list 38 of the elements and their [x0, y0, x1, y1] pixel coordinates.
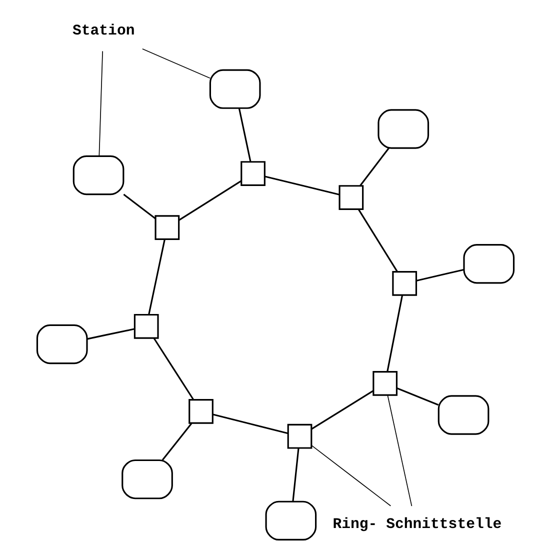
- connector: [178, 180, 242, 221]
- node-box: [208, 69, 260, 109]
- connector: [416, 268, 464, 282]
- connector: [122, 194, 156, 220]
- connector: [292, 448, 299, 502]
- connector: [148, 239, 165, 315]
- connector: [386, 295, 403, 372]
- connector: [86, 328, 134, 340]
- connector: [152, 338, 194, 400]
- connector: [359, 148, 389, 186]
- node-box: [286, 424, 312, 449]
- node-box: [72, 155, 124, 196]
- connector: [264, 176, 340, 196]
- node-box: [240, 161, 265, 186]
- connector: [238, 108, 251, 162]
- node-text: Ring- Schnittstelle: [332, 517, 502, 534]
- connector: [161, 423, 192, 461]
- connector: [357, 209, 398, 272]
- node-box: [133, 314, 158, 339]
- connector: [386, 394, 412, 506]
- node-box: [36, 324, 88, 364]
- connector: [98, 50, 103, 156]
- node-box: [188, 399, 213, 424]
- node-box: [264, 500, 316, 541]
- connector: [310, 390, 374, 430]
- connector: [396, 388, 438, 406]
- connector: [310, 444, 391, 506]
- node-box: [462, 244, 514, 284]
- node-box: [437, 395, 489, 435]
- node-box: [372, 370, 398, 396]
- node-text: Station: [72, 24, 134, 40]
- node-box: [154, 215, 180, 240]
- node-box: [377, 109, 429, 149]
- node-box: [121, 459, 172, 500]
- node-box: [392, 271, 417, 296]
- node-box: [338, 185, 364, 210]
- connector: [142, 48, 210, 79]
- connector: [212, 414, 288, 434]
